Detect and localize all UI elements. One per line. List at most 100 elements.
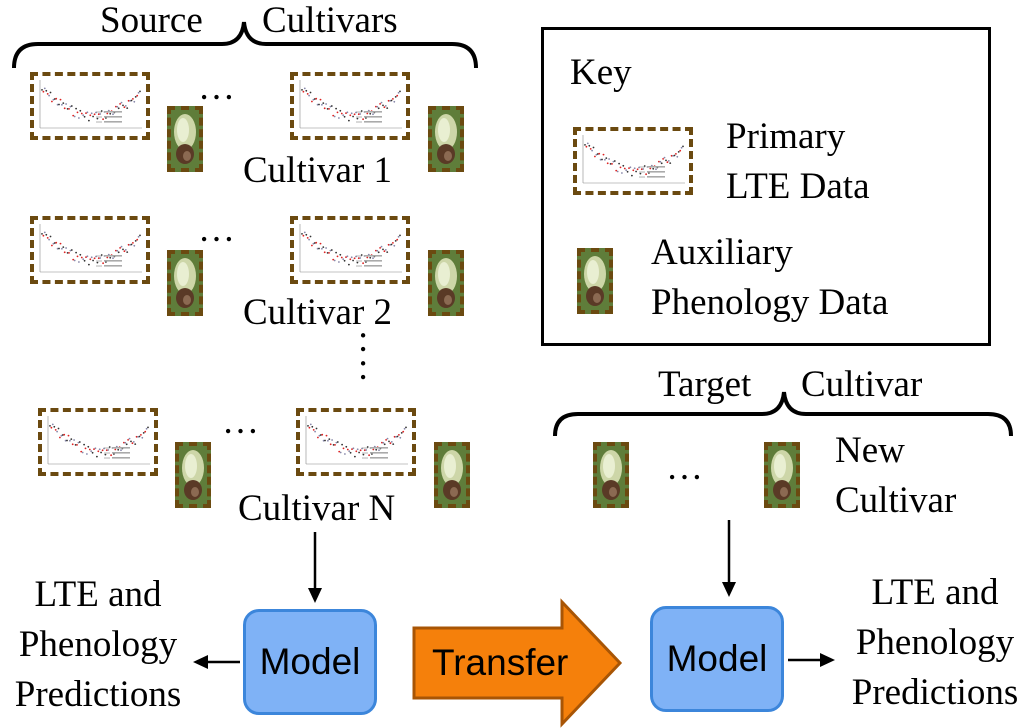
bud-icon xyxy=(581,252,609,310)
lte-point xyxy=(84,447,87,450)
lte-point xyxy=(57,427,60,430)
lte-point xyxy=(396,238,399,241)
lte-point xyxy=(365,449,368,451)
lte-point xyxy=(331,439,333,441)
lte-point xyxy=(315,241,318,244)
lte-point xyxy=(396,435,399,438)
lte-point xyxy=(138,435,141,438)
lte-point xyxy=(133,244,136,247)
source-model-box: Model xyxy=(243,609,377,715)
lte-point xyxy=(52,242,55,245)
lte-point xyxy=(396,94,399,97)
phenology-bud-image xyxy=(764,442,800,508)
lte-point xyxy=(632,169,635,172)
lte-point xyxy=(322,246,325,248)
lte-point xyxy=(356,117,359,120)
bud-icon xyxy=(768,446,796,504)
lte-point xyxy=(405,426,407,429)
lte-point xyxy=(665,159,667,162)
lte-point xyxy=(92,259,94,262)
key-title: Key xyxy=(570,52,632,93)
lte-point xyxy=(127,99,130,102)
lte-point xyxy=(595,153,598,156)
lte-point xyxy=(64,439,67,442)
lte-point xyxy=(120,101,123,104)
lte-point xyxy=(346,448,349,451)
lte-point xyxy=(132,242,134,244)
lte-point xyxy=(669,162,672,164)
lte-point xyxy=(63,433,66,436)
lte-point xyxy=(109,256,112,259)
lte-point xyxy=(340,112,343,115)
lte-point xyxy=(629,166,632,169)
lte-point xyxy=(394,240,397,242)
new-label: New xyxy=(835,430,905,471)
lte-point xyxy=(51,244,53,247)
lte-point xyxy=(377,251,380,254)
lte-point xyxy=(321,103,323,106)
lte-point xyxy=(70,249,73,251)
lte-point xyxy=(130,440,132,443)
lte-point xyxy=(382,441,385,444)
lte-chart-mini xyxy=(299,80,402,129)
lte-point xyxy=(119,103,121,105)
lte-point xyxy=(139,234,141,237)
lte-point xyxy=(329,249,332,252)
lte-point xyxy=(353,257,356,260)
lte-data-thumbnail xyxy=(30,72,150,140)
lte-point xyxy=(368,454,370,457)
lte-point xyxy=(309,91,312,94)
lte-point xyxy=(375,249,377,252)
lte-point xyxy=(306,237,309,239)
lte-point xyxy=(109,112,112,115)
lte-point xyxy=(332,258,335,261)
cultivar-n-label: Cultivar N xyxy=(238,488,396,529)
lte-point xyxy=(65,247,67,249)
lte-point xyxy=(134,240,137,242)
lte-point xyxy=(386,251,389,253)
bud-icon xyxy=(438,446,466,504)
key-primary-label: Primary xyxy=(726,116,846,157)
lte-point xyxy=(609,163,612,165)
lte-point xyxy=(366,112,369,115)
lte-point xyxy=(80,450,83,453)
lte-point xyxy=(330,105,333,107)
lte-point xyxy=(670,154,673,157)
lte-point xyxy=(140,434,142,436)
key-phenology-bud xyxy=(577,248,613,314)
lte-point xyxy=(596,153,599,155)
right-pred-line-2: Phenology xyxy=(855,622,1015,663)
lte-point xyxy=(352,447,355,450)
lte-point xyxy=(66,252,69,254)
lte-point xyxy=(305,233,308,236)
lte-point xyxy=(58,247,60,250)
lte-point xyxy=(316,103,319,106)
lte-point xyxy=(618,162,620,165)
lte-point xyxy=(390,243,393,246)
lte-point xyxy=(392,443,395,445)
lte-point xyxy=(676,155,679,158)
lte-point xyxy=(359,257,362,259)
lte-point xyxy=(673,154,676,157)
source-brace xyxy=(12,21,478,69)
lte-point xyxy=(86,453,88,455)
lte-point xyxy=(315,97,318,100)
bud-icon xyxy=(179,446,207,504)
lte-point xyxy=(48,238,50,241)
lte-point xyxy=(397,91,400,94)
lte-point xyxy=(76,444,78,446)
lte-point xyxy=(612,160,615,163)
lte-point xyxy=(672,155,674,157)
lte-point xyxy=(89,258,92,261)
lte-point xyxy=(49,425,51,427)
lte-data-thumbnail xyxy=(296,408,416,476)
lte-point xyxy=(601,158,603,161)
lte-point xyxy=(395,436,397,438)
lte-point xyxy=(645,173,647,176)
horizontal-ellipsis: … xyxy=(666,447,709,488)
lte-point xyxy=(380,245,383,248)
lte-point xyxy=(584,144,586,146)
lte-point xyxy=(366,446,369,448)
phenology-bud-image xyxy=(593,442,629,508)
